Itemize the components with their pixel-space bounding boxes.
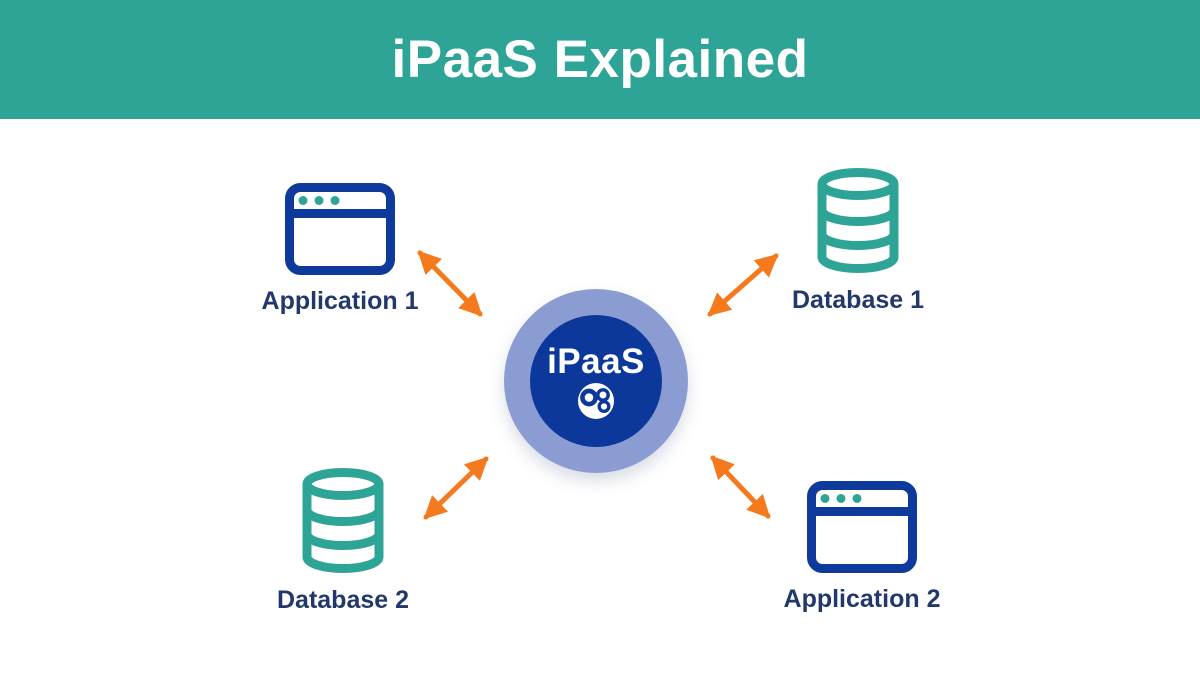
browser-window-icon	[285, 183, 395, 275]
node-label: Database 1	[791, 286, 925, 314]
header-banner: iPaaS Explained	[0, 0, 1200, 119]
node-label: Application 1	[261, 287, 419, 315]
arrow-center-database1	[707, 253, 779, 317]
node-database-2: Database 2	[258, 468, 428, 615]
arrow-center-application2	[710, 455, 771, 519]
ipaas-hub: iPaaS	[504, 289, 688, 473]
node-label: Application 2	[783, 585, 941, 613]
database-icon	[302, 468, 384, 573]
node-database-1: Database 1	[773, 168, 943, 315]
arrow-center-database2	[423, 456, 489, 520]
integration-molecule-icon	[578, 382, 614, 419]
browser-window-icon	[807, 481, 917, 573]
node-application-2: Application 2	[777, 481, 947, 614]
database-icon	[817, 168, 899, 273]
arrow-center-application1	[417, 250, 483, 317]
node-label: Database 2	[276, 586, 410, 614]
page-title: iPaaS Explained	[391, 30, 809, 89]
ipaas-hub-core: iPaaS	[530, 315, 662, 447]
node-application-1: Application 1	[255, 183, 425, 316]
hub-label: iPaaS	[547, 341, 645, 381]
